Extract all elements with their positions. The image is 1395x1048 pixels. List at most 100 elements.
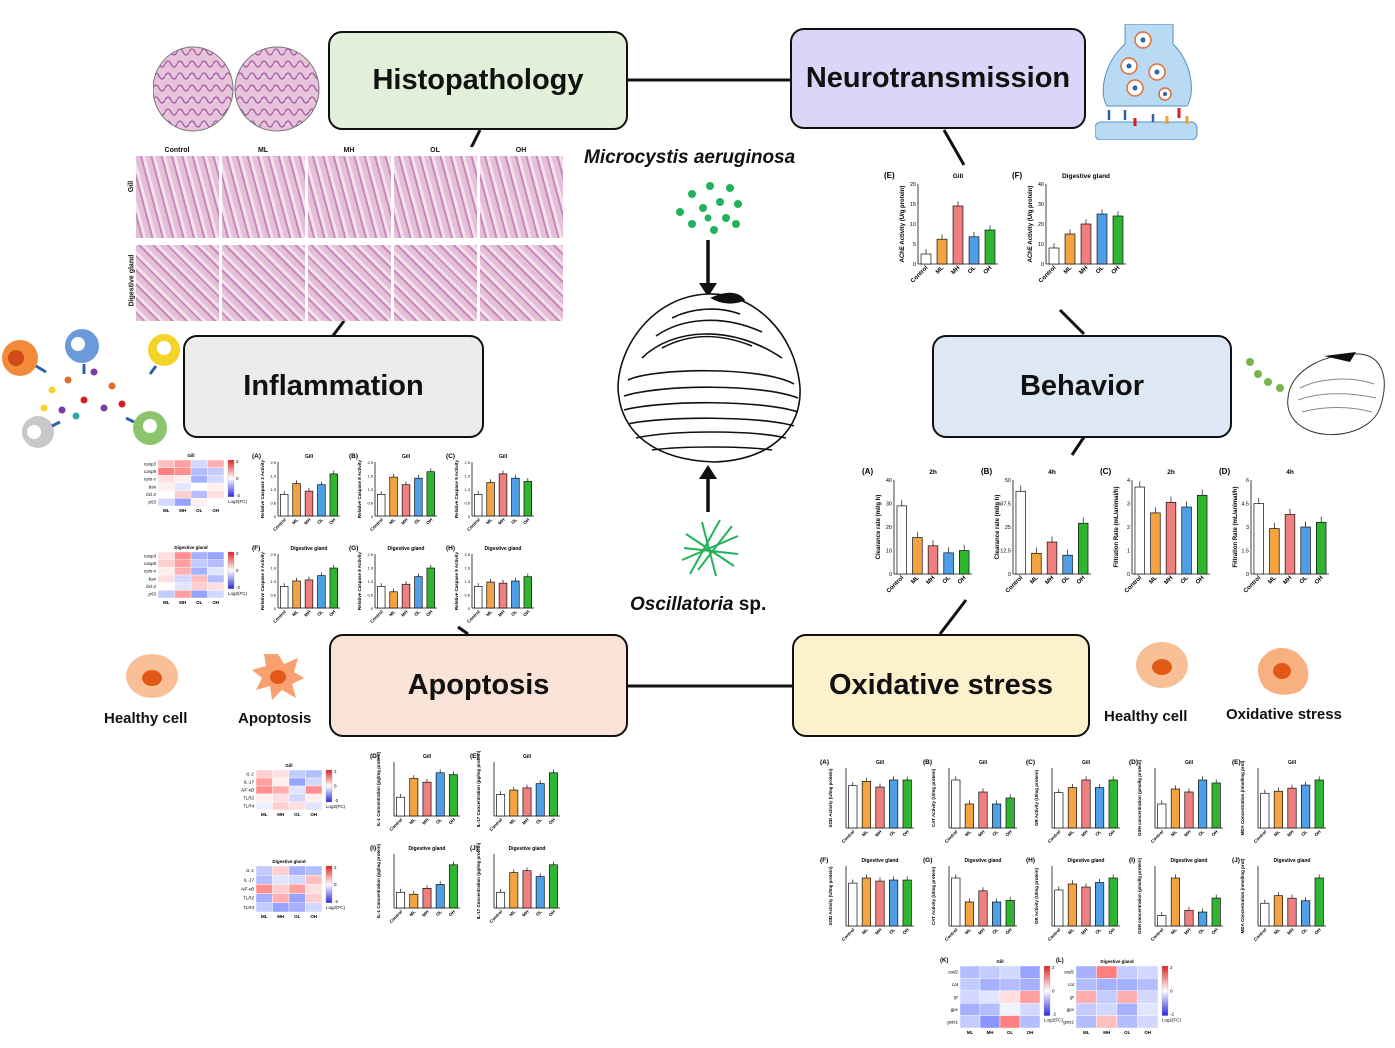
- heatmap-col-label: OL: [1124, 1030, 1131, 1035]
- x-tick-label: OL: [535, 817, 543, 825]
- y-tick-label: 1.9: [464, 566, 470, 571]
- y-tick-label: 1.9: [367, 474, 373, 479]
- y-axis-label: Clearance rate (ml/g h): [995, 495, 1001, 560]
- x-tick-label: MH: [951, 265, 962, 276]
- heatmap-cell: [1096, 990, 1118, 1004]
- heatmap-row-label: bax: [149, 484, 157, 489]
- heatmap-cell: [1019, 1003, 1041, 1016]
- bar: [861, 877, 871, 927]
- x-tick-label: Control: [369, 517, 384, 532]
- bar: [875, 786, 885, 829]
- y-axis-label: CAT Activity (U/mg protein): [931, 768, 936, 827]
- heatmap-legend-tick: 2: [334, 769, 337, 774]
- panel-letter: (C): [1026, 759, 1035, 766]
- y-tick-label: 20: [1038, 222, 1044, 228]
- heatmap-cell: [157, 582, 175, 591]
- healthy-cell-right-label: Healthy cell: [1104, 708, 1188, 725]
- x-tick-label: ML: [1067, 829, 1075, 837]
- x-tick-label: OH: [548, 817, 556, 825]
- x-tick-label: OL: [888, 829, 896, 837]
- panel-letter: (K): [940, 958, 948, 964]
- y-tick-label: 1.3: [464, 487, 470, 492]
- bar: [409, 893, 419, 909]
- bar: [1048, 247, 1060, 265]
- heatmap-cell: [174, 482, 192, 491]
- x-tick-label: OH: [1108, 927, 1116, 935]
- heatmap-legend-bar: [1161, 965, 1169, 1016]
- immune-cells-icon: [2, 329, 180, 448]
- heatmap-cell: [207, 467, 225, 476]
- bar: [1081, 779, 1091, 829]
- y-tick-label: 10: [910, 222, 916, 228]
- heatmap-legend-tick: 2: [1170, 965, 1173, 970]
- heatmap-cell: [288, 865, 306, 876]
- y-tick-label: 0: [1246, 572, 1249, 578]
- heatmap-cell: [1075, 1015, 1097, 1029]
- x-tick-label: ML: [508, 909, 516, 917]
- bar: [1165, 501, 1177, 575]
- y-axis-label: GSH concentration (µmol/g protein): [1137, 857, 1142, 934]
- panel-title: Gill: [305, 454, 314, 460]
- heatmap-row-label: gr: [954, 995, 959, 1000]
- histology-col-header: Control: [164, 147, 190, 154]
- x-tick-label: OL: [991, 927, 999, 935]
- heatmap-cell: [157, 551, 175, 560]
- panel-letter: (E): [470, 753, 479, 760]
- x-tick-label: OH: [1076, 575, 1087, 586]
- heatmap-cell: [288, 902, 306, 913]
- bar: [1314, 877, 1324, 927]
- y-axis-label: Clearance rate (ml/g h): [876, 495, 882, 560]
- panel-title: Digestive gland: [862, 858, 899, 864]
- heatmap-legend-tick: -2: [1052, 1012, 1056, 1017]
- x-tick-label: ML: [861, 829, 869, 837]
- panel-title: 2h: [929, 469, 937, 476]
- y-tick-label: 0: [274, 514, 277, 519]
- heatmap-col-label: OL: [294, 812, 301, 817]
- panel-letter: (L): [1056, 958, 1064, 964]
- bar: [959, 550, 970, 575]
- apoptosis-cell-label: Apoptosis: [238, 710, 312, 727]
- heatmap-col-label: OH: [310, 812, 317, 817]
- bar: [1067, 787, 1077, 829]
- heatmap-title: Digestive gland: [174, 545, 208, 550]
- heatmap-row-label: p53: [147, 592, 156, 597]
- bar: [1284, 514, 1296, 575]
- x-tick-label: MH: [1079, 265, 1090, 276]
- panel-letter: (J): [1232, 857, 1240, 864]
- heatmap-cell: [190, 590, 208, 599]
- bar: [912, 537, 923, 575]
- histology-col-header: MH: [343, 147, 355, 154]
- bar: [1046, 541, 1058, 575]
- heatmap-cell: [190, 467, 208, 476]
- healthy-cell-left-icon: [126, 654, 178, 698]
- x-tick-label: OH: [1108, 829, 1116, 837]
- bar: [978, 791, 988, 829]
- y-tick-label: 0: [468, 606, 471, 611]
- heatmap-col-label: OH: [212, 600, 219, 605]
- heatmap-legend-label: Log2(FC): [326, 905, 346, 910]
- panel-title: Digestive gland: [1062, 173, 1110, 180]
- x-tick-label: Control: [1047, 927, 1062, 942]
- x-tick-label: OL: [1300, 829, 1308, 837]
- panel-letter: (A): [820, 759, 829, 766]
- x-tick-label: MH: [977, 829, 985, 837]
- bar: [509, 872, 519, 909]
- x-tick-label: OL: [1197, 829, 1205, 837]
- heatmap-cell: [272, 801, 290, 811]
- bar: [486, 581, 495, 609]
- oxidative-cell-icon: [1257, 647, 1309, 695]
- y-axis-label: SOD Activity (U/mg protein): [828, 768, 833, 828]
- heatmap-row-label: cyto-c: [144, 569, 157, 574]
- heatmap-cell: [1096, 1015, 1118, 1029]
- panel-title: Gill: [423, 754, 432, 760]
- bar: [377, 586, 386, 609]
- heatmap-legend-tick: -2: [334, 899, 338, 904]
- bar: [1260, 792, 1270, 829]
